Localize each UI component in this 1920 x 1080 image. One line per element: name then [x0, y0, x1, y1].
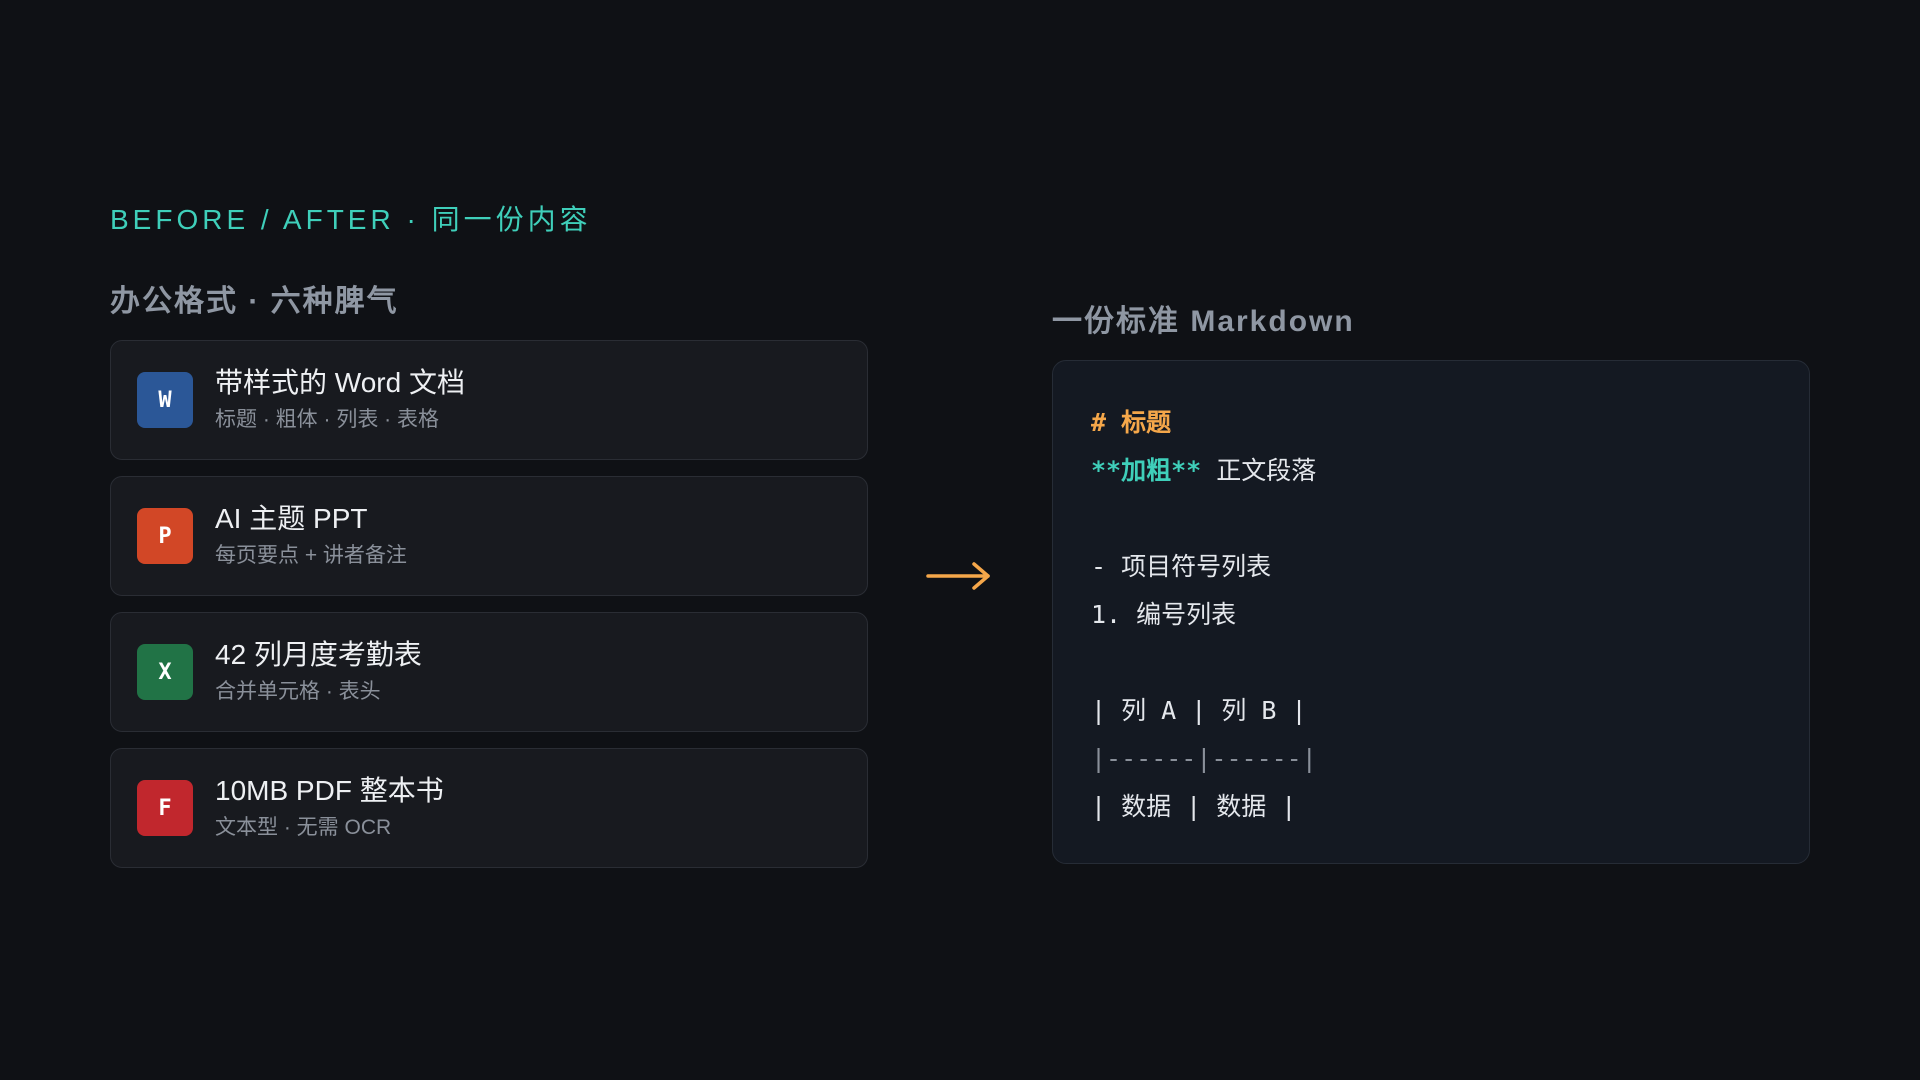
format-card-list: W 带样式的 Word 文档 标题 · 粗体 · 列表 · 表格 P AI 主题…: [110, 340, 868, 884]
powerpoint-icon: P: [137, 508, 193, 564]
md-heading-line: # 标题: [1091, 399, 1809, 447]
md-paragraph-text: 正文段落: [1216, 456, 1317, 485]
card-subtitle: 每页要点 + 讲者备注: [215, 544, 407, 567]
card-title: 42 列月度考勤表: [215, 639, 422, 670]
md-blank-line: [1091, 639, 1809, 687]
md-heading-text: 标题: [1121, 408, 1172, 437]
format-card-excel: X 42 列月度考勤表 合并单元格 · 表头: [110, 612, 868, 732]
md-bullet-item: - 项目符号列表: [1091, 552, 1272, 581]
card-text: AI 主题 PPT 每页要点 + 讲者备注: [215, 501, 407, 571]
md-table-row: | 数据 | 数据 |: [1091, 792, 1297, 821]
card-title: 带样式的 Word 文档: [215, 367, 465, 398]
format-card-ppt: P AI 主题 PPT 每页要点 + 讲者备注: [110, 476, 868, 596]
md-numbered-item: 1. 编号列表: [1091, 600, 1237, 629]
md-blank-line: [1091, 495, 1809, 543]
arrow-right-icon: [926, 562, 990, 590]
format-card-pdf: F 10MB PDF 整本书 文本型 · 无需 OCR: [110, 748, 868, 868]
md-table-header: | 列 A | 列 B |: [1091, 696, 1307, 725]
card-subtitle: 文本型 · 无需 OCR: [215, 816, 392, 839]
md-table-separator: |------|------|: [1091, 744, 1317, 773]
md-bold-line: **加粗** 正文段落: [1091, 447, 1809, 495]
right-section-title: 一份标准 Markdown: [1052, 305, 1355, 338]
md-bold-text: **加粗**: [1091, 456, 1202, 485]
card-subtitle: 合并单元格 · 表头: [215, 680, 381, 703]
excel-icon: X: [137, 644, 193, 700]
left-section-title: 办公格式 · 六种脾气: [110, 285, 399, 318]
card-title: 10MB PDF 整本书: [215, 775, 444, 806]
card-text: 带样式的 Word 文档 标题 · 粗体 · 列表 · 表格: [215, 365, 465, 435]
card-subtitle: 标题 · 粗体 · 列表 · 表格: [215, 408, 439, 431]
word-icon: W: [137, 372, 193, 428]
markdown-preview: # 标题 **加粗** 正文段落 - 项目符号列表 1. 编号列表 | 列 A …: [1052, 360, 1810, 864]
md-heading-marker: #: [1091, 408, 1107, 437]
pdf-icon: F: [137, 780, 193, 836]
eyebrow-label: BEFORE / AFTER · 同一份内容: [110, 204, 592, 235]
card-title: AI 主题 PPT: [215, 503, 368, 534]
card-text: 10MB PDF 整本书 文本型 · 无需 OCR: [215, 773, 444, 843]
format-card-word: W 带样式的 Word 文档 标题 · 粗体 · 列表 · 表格: [110, 340, 868, 460]
card-text: 42 列月度考勤表 合并单元格 · 表头: [215, 637, 422, 707]
